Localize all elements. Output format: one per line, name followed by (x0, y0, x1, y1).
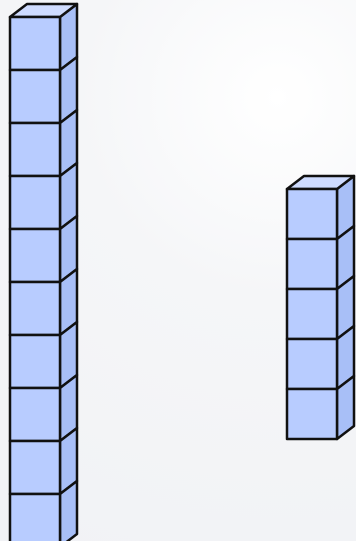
cube-front-face (10, 282, 60, 335)
cube-front-face (287, 239, 337, 289)
tower-five-cubes (287, 176, 354, 439)
cube-front-face (10, 176, 60, 229)
cube-front-face (10, 335, 60, 388)
cube-front-face (287, 389, 337, 439)
cube-front-face (287, 289, 337, 339)
cube-front-face (10, 388, 60, 441)
cube-front-face (10, 17, 60, 70)
cube-front-face (10, 70, 60, 123)
cube-front-face (10, 229, 60, 282)
cube-front-face (10, 123, 60, 176)
cube-front-face (287, 339, 337, 389)
cube-front-face (10, 494, 60, 541)
cube-front-face (287, 189, 337, 239)
cube-front-face (10, 441, 60, 494)
tower-ten-cubes (10, 4, 77, 541)
